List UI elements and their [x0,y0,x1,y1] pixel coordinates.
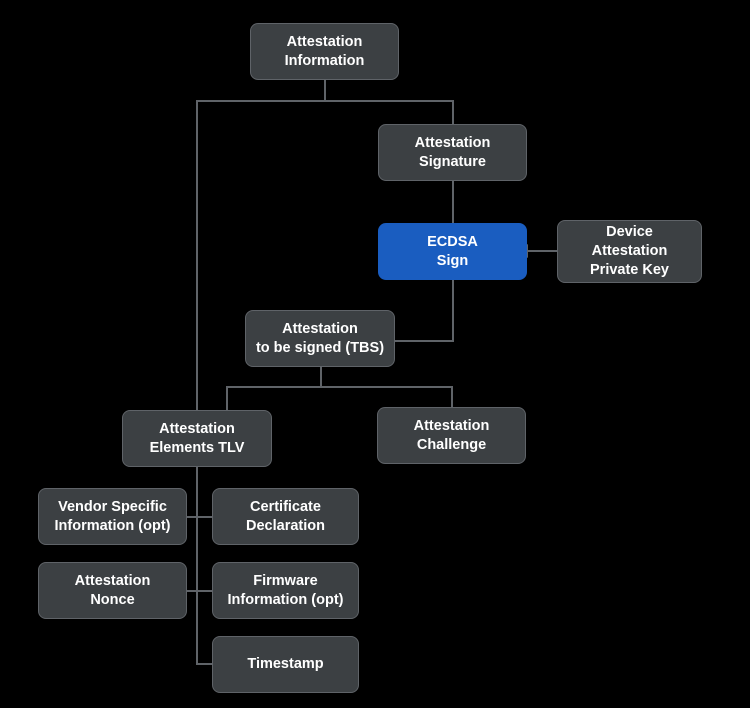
edge-tbs-stem [320,367,322,387]
node-vendor-specific-information[interactable]: Vendor Specific Information (opt) [38,488,187,545]
node-timestamp[interactable]: Timestamp [212,636,359,693]
edge-elements-tlv-children-trunk [196,466,198,664]
edge-attestation-information-split [196,100,454,102]
edge-attestation-information-stem [324,79,326,102]
node-label: Timestamp [247,656,324,672]
node-label: ECDSA Sign [427,233,478,269]
edge-to-attestation-elements-tlv-trunk [196,100,198,411]
node-label: Attestation Information [284,33,365,69]
node-ecdsa-sign[interactable]: ECDSA Sign [378,223,527,280]
edge-tbs-split [226,386,453,388]
node-label: Attestation Elements TLV [149,420,245,456]
edge-tbs-to-challenge [451,386,453,408]
node-attestation-challenge[interactable]: Attestation Challenge [377,407,526,464]
edge-elements-tlv-row1 [186,516,213,518]
edge-ecdsa-to-tbs-vertical [452,280,454,342]
node-label: Device Attestation Private Key [590,224,669,278]
node-label: Attestation Challenge [413,417,490,453]
node-label: Certificate Declaration [246,498,325,534]
node-label: Firmware Information (opt) [227,572,344,608]
edge-signature-to-ecdsa [452,181,454,223]
node-firmware-information[interactable]: Firmware Information (opt) [212,562,359,619]
node-attestation-signature[interactable]: Attestation Signature [378,124,527,181]
node-attestation-elements-tlv[interactable]: Attestation Elements TLV [122,410,272,467]
node-label: Attestation Nonce [74,572,151,608]
node-label: Attestation to be signed (TBS) [255,320,385,356]
edge-elements-tlv-row2 [186,590,213,592]
node-label: Attestation Signature [414,134,491,170]
node-attestation-tbs[interactable]: Attestation to be signed (TBS) [245,310,395,367]
node-certificate-declaration[interactable]: Certificate Declaration [212,488,359,545]
edge-ecdsa-to-tbs-horizontal [394,340,454,342]
node-device-attestation-private-key[interactable]: Device Attestation Private Key [557,220,702,283]
node-attestation-information[interactable]: Attestation Information [250,23,399,80]
edge-private-key-to-ecdsa [528,250,558,252]
node-attestation-nonce[interactable]: Attestation Nonce [38,562,187,619]
edge-elements-tlv-row3 [196,663,213,665]
edge-tbs-to-elements-tlv [226,386,228,411]
node-label: Vendor Specific Information (opt) [54,498,171,534]
edge-to-attestation-signature [452,100,454,124]
